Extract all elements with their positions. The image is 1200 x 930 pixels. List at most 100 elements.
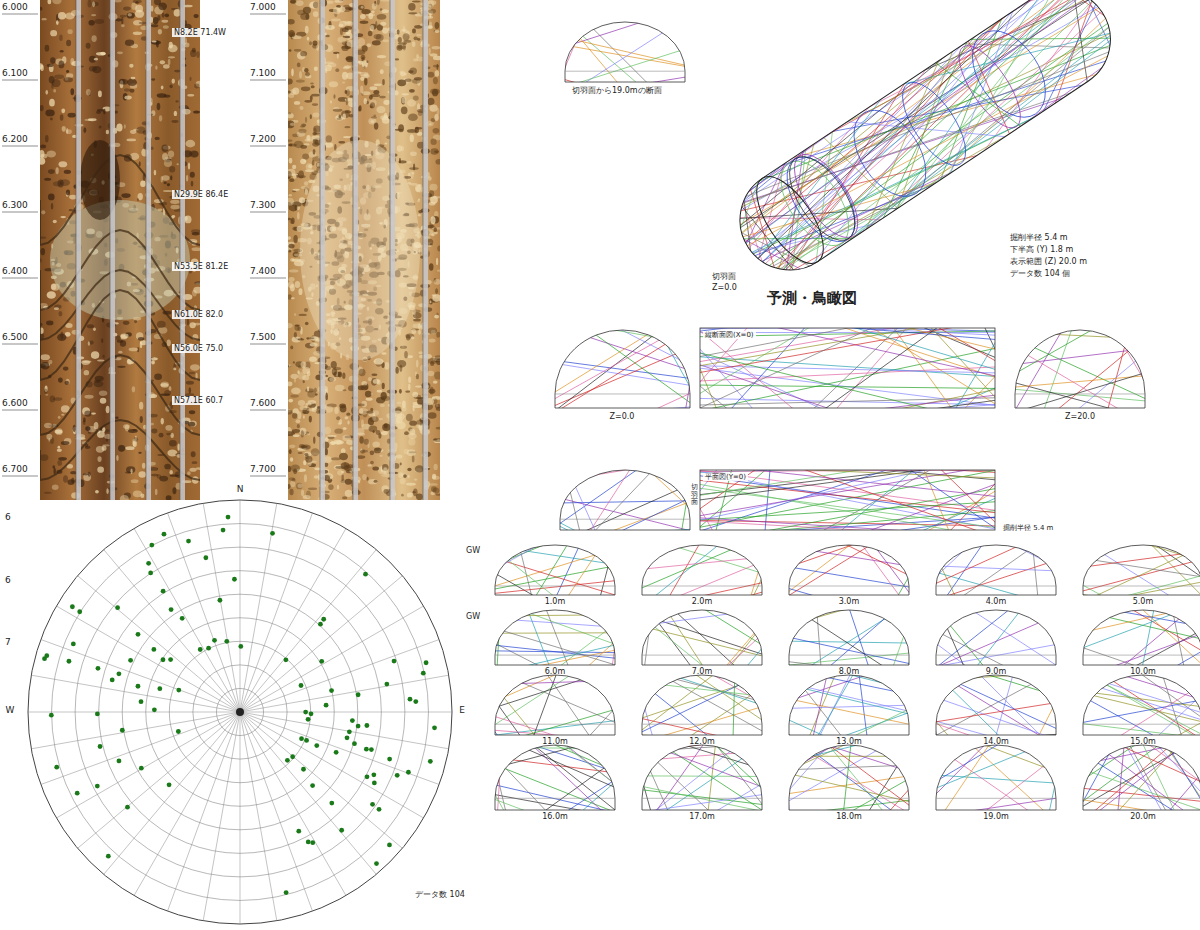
core-texture <box>432 294 440 301</box>
core-texture <box>295 281 301 288</box>
core-texture <box>308 400 317 404</box>
core-texture <box>288 139 293 141</box>
core-texture <box>58 446 61 449</box>
core-texture <box>437 246 440 252</box>
core-texture <box>330 100 332 103</box>
core-texture <box>292 165 296 170</box>
core-texture <box>45 135 49 142</box>
core-texture <box>334 407 338 414</box>
core-texture <box>106 488 108 494</box>
core-texture <box>157 15 160 21</box>
core-texture <box>127 138 137 141</box>
core-texture <box>294 332 297 338</box>
core-texture <box>385 142 388 144</box>
core-texture <box>170 433 174 438</box>
core-texture <box>176 163 178 165</box>
core-texture <box>310 82 314 84</box>
core-texture <box>154 373 162 380</box>
core-texture <box>126 12 134 18</box>
core-texture <box>137 198 139 201</box>
core-texture <box>290 284 295 292</box>
core-texture <box>434 150 439 153</box>
core-texture <box>304 474 307 482</box>
core-texture <box>434 464 438 470</box>
core-texture <box>381 9 388 13</box>
core-texture <box>308 488 317 490</box>
core-texture <box>288 236 291 239</box>
core-texture <box>345 490 353 497</box>
core-texture <box>61 441 70 445</box>
core-texture <box>298 129 306 134</box>
core-texture <box>288 323 293 328</box>
core-texture <box>427 98 434 106</box>
core-texture <box>382 424 390 431</box>
core-texture <box>396 401 401 404</box>
core-texture <box>288 19 295 24</box>
core-texture <box>291 464 300 472</box>
core-texture <box>40 63 43 69</box>
core-texture <box>50 200 190 320</box>
core-texture <box>162 13 165 18</box>
core-texture <box>302 375 309 380</box>
core-texture <box>132 386 135 392</box>
core-texture <box>297 326 301 330</box>
core-texture <box>433 397 436 399</box>
core-texture <box>88 0 92 8</box>
core-texture <box>291 217 295 224</box>
core-texture <box>398 42 407 45</box>
core-texture <box>123 321 130 325</box>
core-texture <box>70 88 74 95</box>
core-texture <box>412 28 416 33</box>
core-texture <box>41 210 45 214</box>
core-texture <box>91 35 96 42</box>
core-texture <box>334 0 343 3</box>
core-texture <box>189 421 197 427</box>
core-texture <box>52 0 61 4</box>
core-texture <box>160 60 165 64</box>
core-texture <box>316 45 319 51</box>
core-texture <box>413 318 421 321</box>
core-texture <box>97 456 101 462</box>
core-texture <box>52 485 59 490</box>
core-texture <box>334 429 343 434</box>
core-texture <box>410 152 417 157</box>
core-texture <box>60 179 70 186</box>
core-texture <box>376 106 385 113</box>
core-texture <box>361 385 368 391</box>
core-texture <box>360 72 369 77</box>
core-texture <box>374 34 382 39</box>
core-texture <box>189 150 198 157</box>
core-texture <box>370 416 379 422</box>
core-texture <box>167 339 171 346</box>
core-texture <box>360 450 368 453</box>
core-texture <box>349 107 351 111</box>
core-texture <box>430 148 438 155</box>
core-image <box>288 0 440 500</box>
core-texture <box>371 373 377 376</box>
core-texture <box>69 195 77 200</box>
core-texture <box>332 368 337 375</box>
core-texture <box>91 412 96 414</box>
core-texture <box>161 381 169 388</box>
core-texture <box>399 365 402 372</box>
core-texture <box>151 357 158 360</box>
core-texture <box>433 128 440 134</box>
core-texture <box>95 490 99 493</box>
core-texture <box>309 1 318 8</box>
core-texture <box>50 118 53 121</box>
core-texture <box>291 68 294 76</box>
core-texture <box>435 70 439 77</box>
core-texture <box>303 380 305 383</box>
core-texture <box>374 358 384 364</box>
core-texture <box>299 71 302 79</box>
core-texture <box>343 136 351 138</box>
core-texture <box>96 110 101 114</box>
core-texture <box>290 457 293 462</box>
core-texture <box>131 77 136 80</box>
core-texture <box>374 83 382 86</box>
core-texture <box>47 151 56 158</box>
core-texture <box>404 431 409 435</box>
core-texture <box>96 52 106 56</box>
core-texture <box>429 301 431 304</box>
core-texture <box>173 368 176 371</box>
